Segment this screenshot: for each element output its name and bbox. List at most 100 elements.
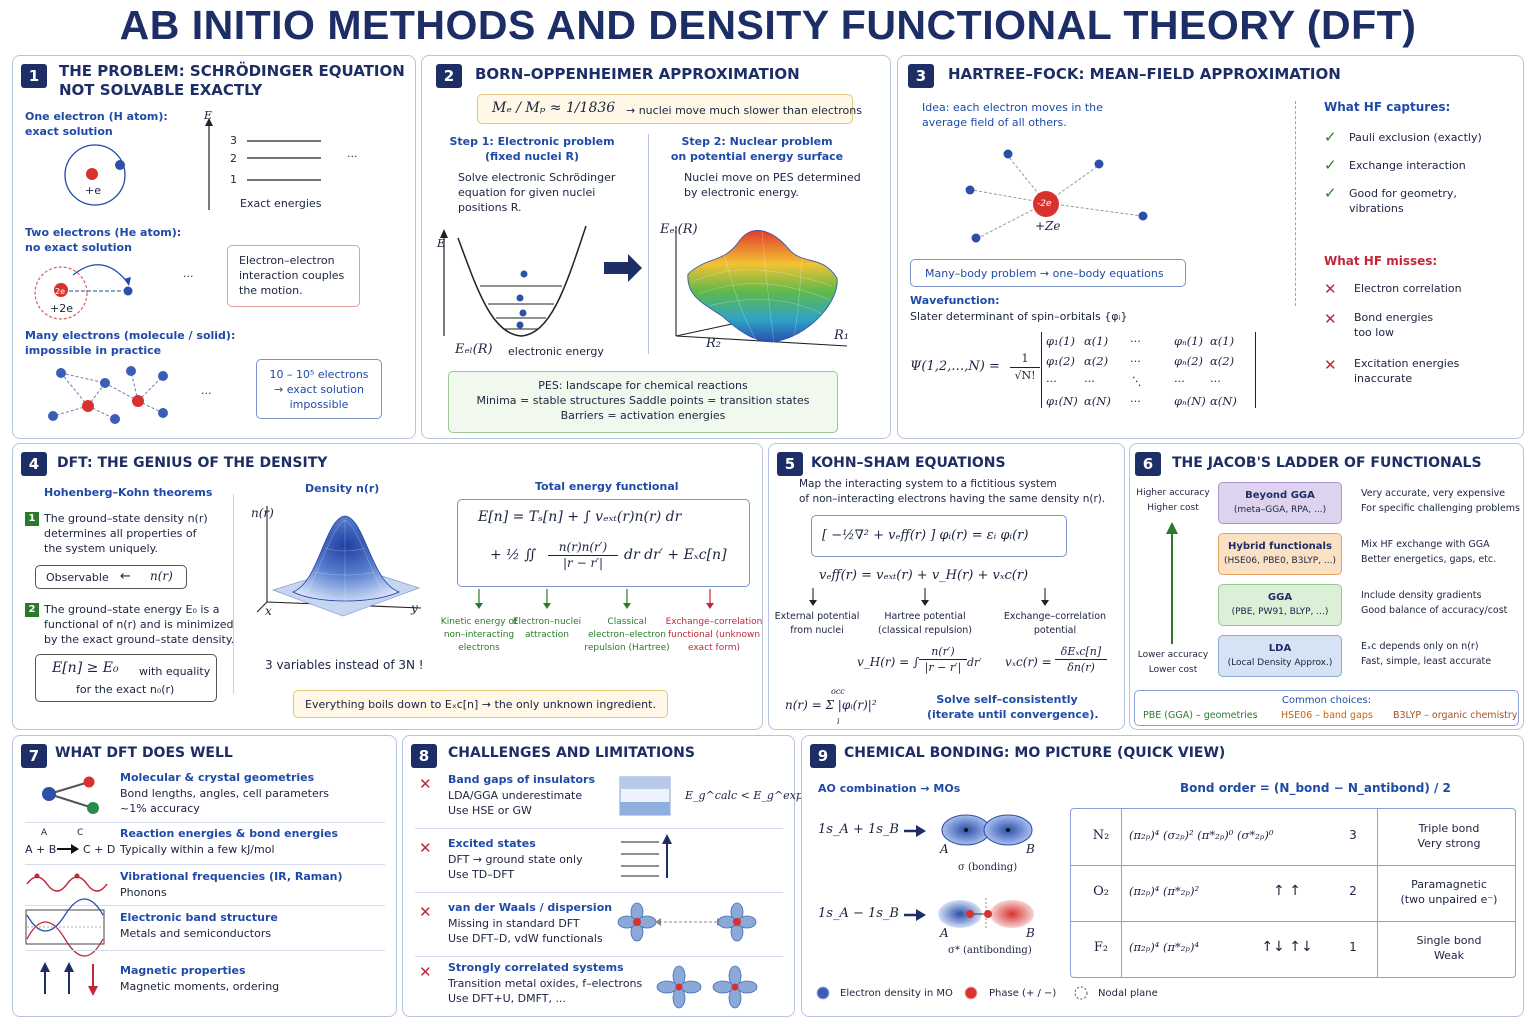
divider	[25, 822, 385, 823]
captures-item: Pauli exclusion (exactly)	[1349, 131, 1482, 144]
panel-number: 3	[908, 64, 934, 88]
panel-title: THE JACOB'S LADDER OF FUNCTIONALS	[1172, 455, 1482, 471]
rung-name: Beyond GGA	[1245, 490, 1315, 501]
matrix-cell: α(N)	[1210, 394, 1237, 408]
captures-title: What HF captures:	[1324, 100, 1451, 114]
molecule-icon	[42, 776, 99, 814]
sum-lower: i	[837, 717, 840, 726]
wf-title: Wavefunction:	[910, 294, 1000, 307]
level-3: 3	[230, 134, 237, 147]
matrix-cell: α(N)	[1084, 394, 1111, 408]
legend-density-icon	[816, 986, 830, 1000]
cross-icon: ✕	[1324, 310, 1337, 328]
bond-description: Paramagnetic(two unpaired e⁻)	[1400, 878, 1498, 906]
row-divider	[1071, 865, 1515, 866]
reaction-arrow-icon	[57, 844, 79, 854]
misses-title: What HF misses:	[1324, 254, 1438, 268]
energy-functional-box: E[n] = Tₛ[n] + ∫ vₑₓₜ(r)n(r) dr + ½ ∬ n(…	[457, 499, 750, 587]
common-choices-box: Common choices: PBE (GGA) – geometries H…	[1134, 690, 1519, 726]
ks-intro: Map the interacting system to a fictitio…	[799, 478, 1106, 505]
magnetic-spin-icon	[40, 962, 98, 996]
he-nucleus-charge: +2e	[50, 302, 73, 315]
excitation-levels-icon	[621, 834, 672, 878]
legend-phase: Phase (+ / −)	[989, 988, 1057, 999]
legend-phase-icon	[964, 986, 978, 1000]
dispersion-icon	[617, 902, 757, 942]
matrix-cell: φₙ(1)	[1174, 334, 1204, 348]
observable-box: Observable ← n(r)	[35, 565, 187, 589]
molecule-cluster-diagram	[48, 366, 168, 424]
strength-title: Reaction energies & bond energies	[120, 827, 338, 840]
rung-description: Eₓc depends only on n(r)Fast, simple, le…	[1361, 641, 1492, 667]
energy-axis-label: E	[437, 237, 446, 250]
veff-term-arrows	[809, 588, 1049, 606]
hartree-fraction: n(r′) |r − r′|	[919, 644, 967, 675]
page-title: AB INITIO METHODS AND DENSITY FUNCTIONAL…	[119, 2, 1417, 48]
psi-lhs: Ψ(1,2,…,N) =	[910, 359, 1000, 374]
rung-examples: (PBE, PW91, BLYP, ...)	[1231, 607, 1329, 617]
divider	[415, 956, 783, 957]
total-energy-title: Total energy functional	[535, 480, 679, 493]
matrix-cell: φₙ(2)	[1174, 354, 1204, 368]
mean-field-diagram	[965, 149, 1148, 243]
band-structure-icon	[25, 898, 105, 957]
molecule-name: N₂	[1092, 828, 1110, 843]
matrix-cell: α(2)	[1210, 354, 1235, 368]
challenge-title: Band gaps of insulators	[448, 773, 596, 786]
summary-box: Everything boils down to Eₓc[n] → the on…	[293, 690, 668, 718]
hf-nucleus-charge: -2e	[1037, 199, 1052, 209]
rung-name: GGA	[1267, 592, 1293, 603]
ladder-rung: LDA(Local Density Approx.)	[1218, 635, 1342, 677]
r1-label: R₁	[834, 328, 849, 343]
reaction-top-a: A	[41, 828, 48, 838]
panel-title: DFT: THE GENIUS OF THE DENSITY	[57, 455, 328, 471]
many-electron-label: Many electrons (molecule / solid):imposs…	[25, 329, 236, 357]
cross-icon: ✕	[419, 963, 432, 981]
divider	[415, 828, 783, 829]
level-2: 2	[230, 152, 237, 165]
gap-inequality: E_g^calc < E_g^exp	[685, 789, 803, 802]
panel-number: 9	[810, 744, 836, 768]
combine-arrow-icon	[904, 909, 926, 921]
spin-arrows: ↑ ↑	[1273, 883, 1301, 899]
density-surface-diagram	[256, 506, 422, 617]
psi-fraction: 1 √N!	[1010, 351, 1040, 383]
electron-config: (π₂ₚ)⁴ (σ₂ₚ)² (π*₂ₚ)⁰ (σ*₂ₚ)⁰	[1129, 828, 1274, 842]
he-atom-label: Two electrons (He atom):no exact solutio…	[25, 226, 182, 254]
strength-detail: Magnetic moments, ordering	[120, 980, 280, 993]
h-nucleus-charge: +e	[85, 184, 101, 197]
hf-divider	[1295, 101, 1296, 306]
captures-item: Exchange interaction	[1349, 159, 1466, 172]
pes-axis-label: Eₑₗ(R)	[660, 222, 698, 237]
energy-axis-label: E	[204, 109, 213, 122]
ks-equation-box: [ −½∇² + vₑff(r) ] φᵢ(r) = εᵢ φᵢ(r)	[811, 515, 1067, 557]
sigma-antibonding-orbital	[938, 898, 1034, 930]
ellipsis: ···	[201, 387, 212, 400]
panel-mo-bonding: 9 CHEMICAL BONDING: MO PICTURE (QUICK VI…	[801, 735, 1524, 1017]
hk-badge-1: 1	[25, 512, 39, 526]
divider	[25, 950, 385, 951]
term-arrows	[475, 589, 714, 609]
cross-icon: ✕	[419, 839, 432, 857]
panel-number: 8	[411, 744, 437, 768]
cross-icon: ✕	[419, 903, 432, 921]
panel-title: BORN–OPPENHEIMER APPROXIMATION	[475, 65, 800, 83]
determinant-right-bar	[1255, 332, 1257, 408]
panel-number: 1	[21, 64, 47, 88]
